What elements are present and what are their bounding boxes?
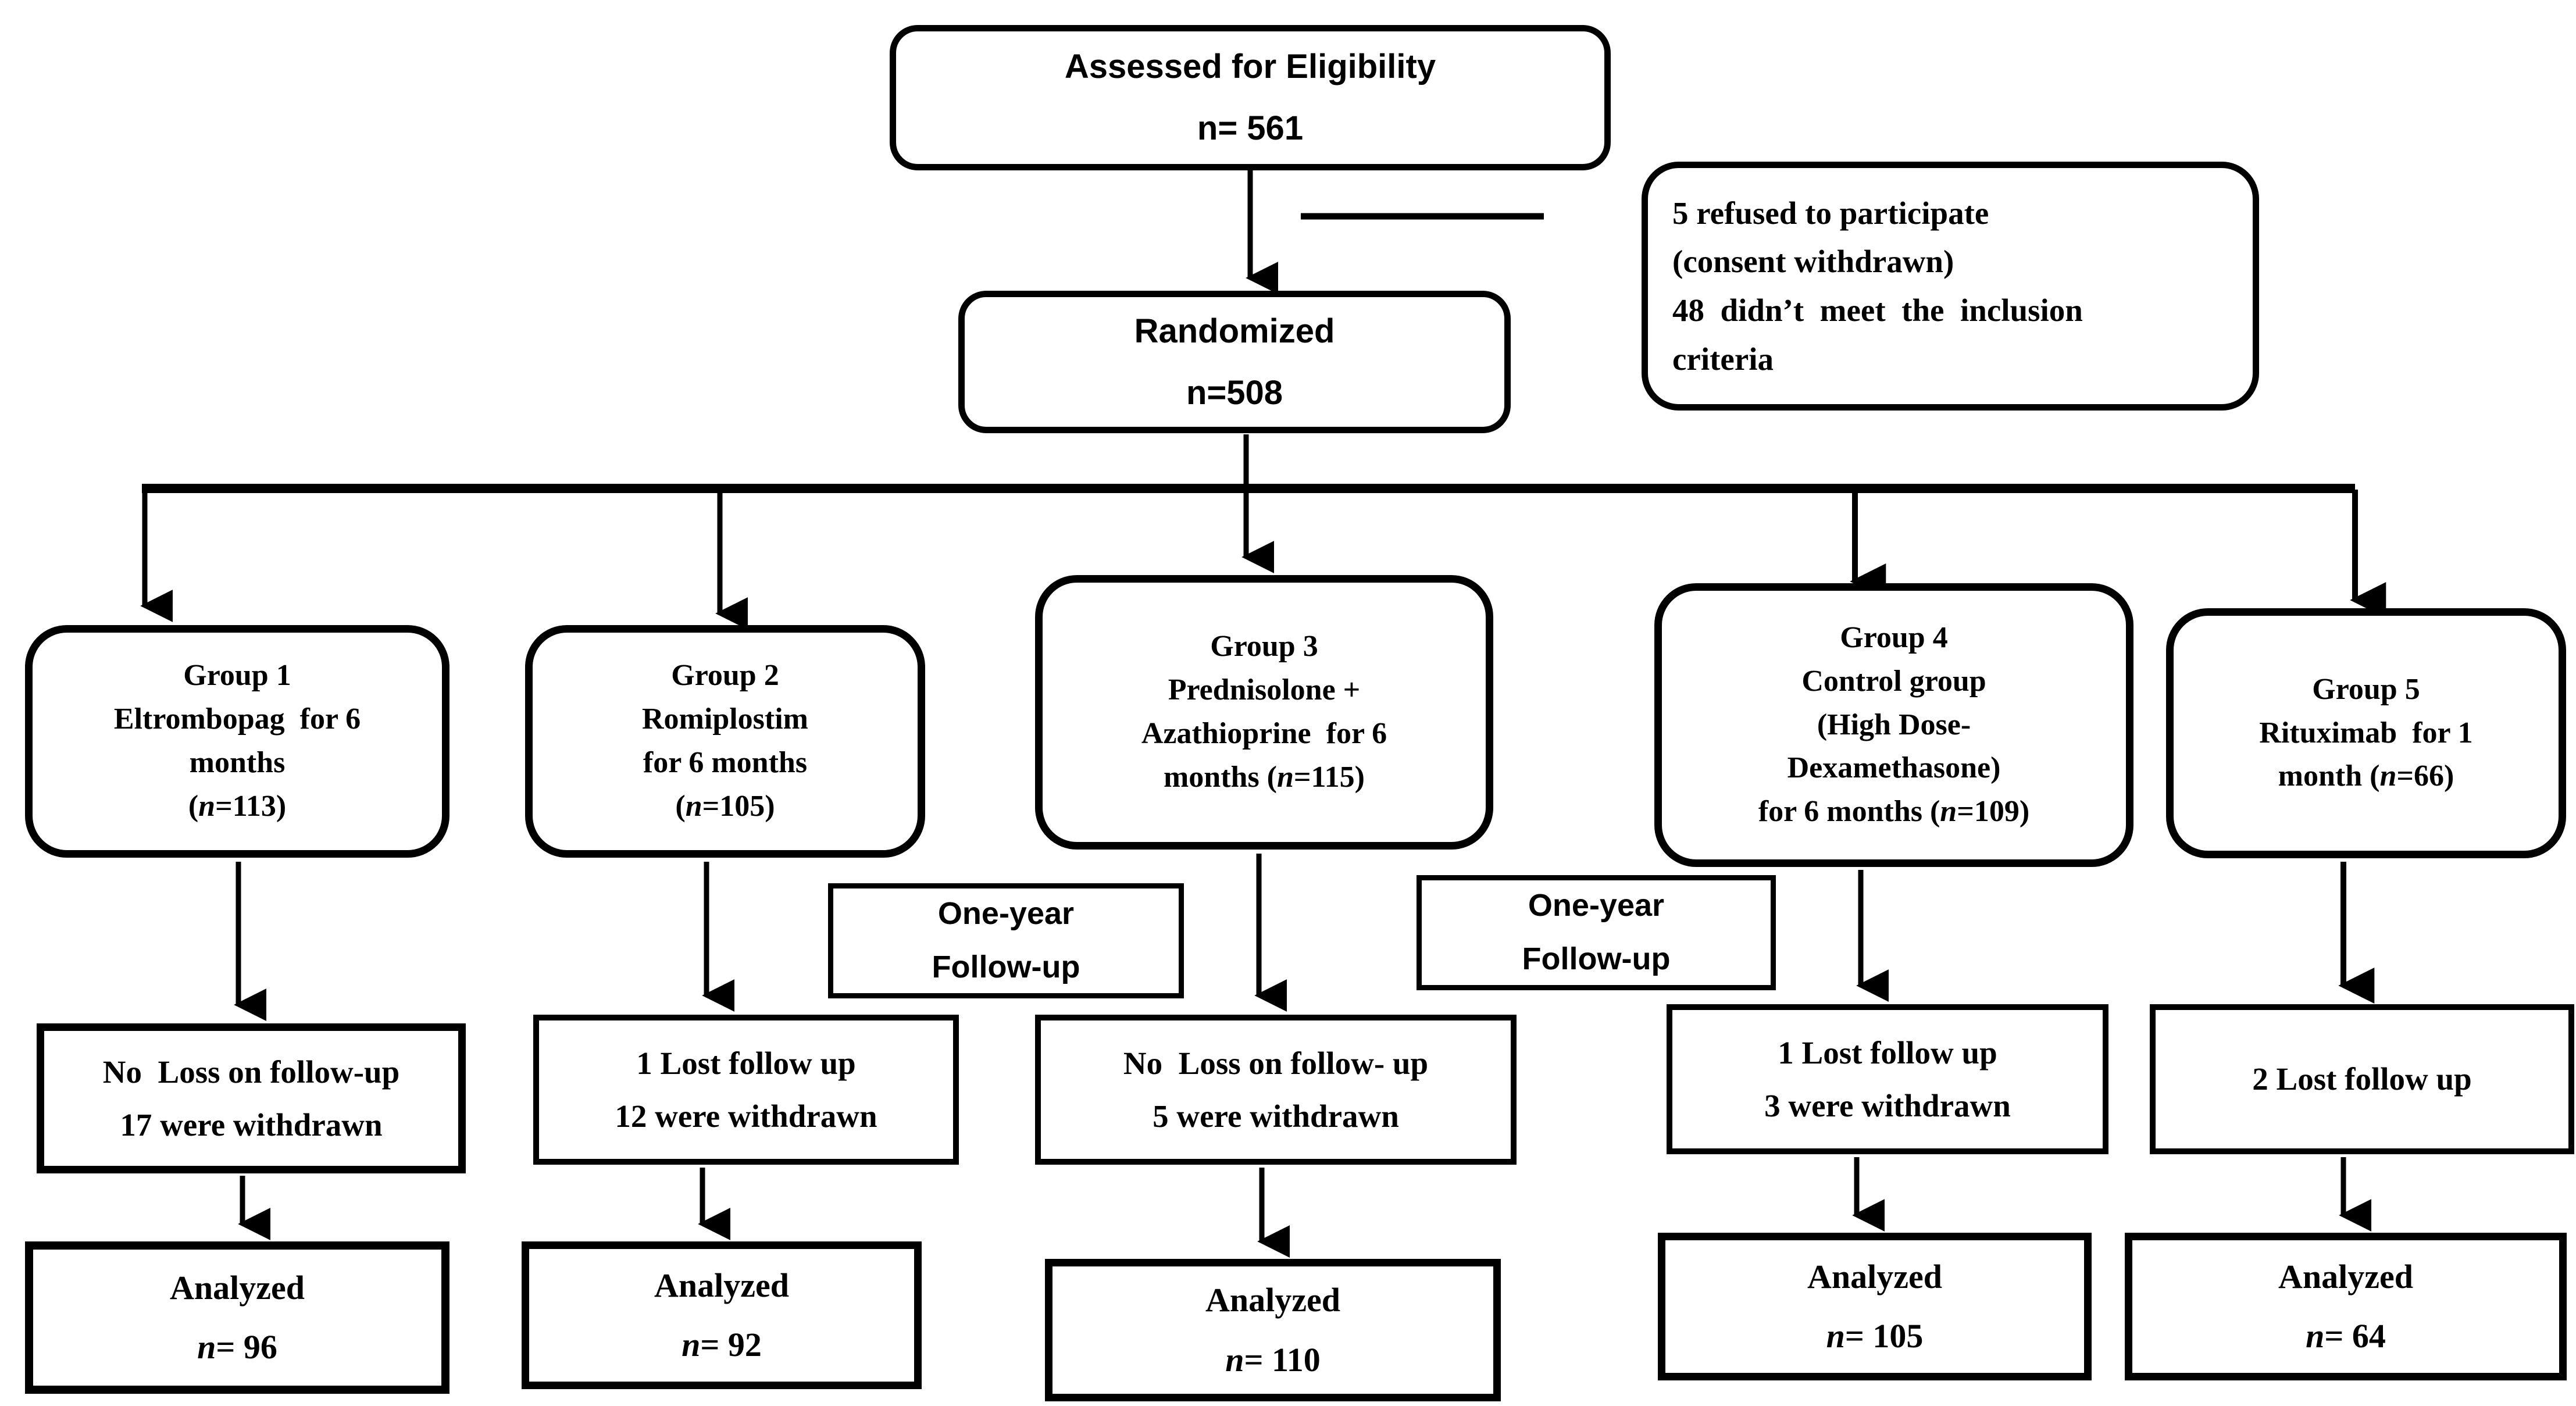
followup-right-text: One-year Follow-up xyxy=(1522,888,1671,976)
assessed-eligibility-box: Assessed for Eligibility n= 561 xyxy=(890,25,1611,170)
loss5-box: 2 Lost follow up xyxy=(2150,1004,2574,1154)
loss2-text: 1 Lost follow up 12 were withdrawn xyxy=(615,1045,877,1134)
group4-box: Group 4 Control group (High Dose- Dexame… xyxy=(1654,583,2133,867)
analyzed5-box: Analyzed n= 64 xyxy=(2125,1233,2567,1380)
loss3-text: No Loss on follow- up 5 were withdrawn xyxy=(1123,1045,1429,1134)
followup-box-right: One-year Follow-up xyxy=(1417,875,1776,990)
loss5-text: 2 Lost follow up xyxy=(2252,1061,2472,1097)
analyzed1-text: Analyzed n= 96 xyxy=(170,1268,305,1366)
followup-box-left: One-year Follow-up xyxy=(828,883,1184,998)
group1-text: Group 1 Eltrombopag for 6 months (n=113) xyxy=(113,659,361,823)
group5-box: Group 5 Rituximab for 1 month (n=66) xyxy=(2166,608,2566,858)
analyzed4-text: Analyzed n= 105 xyxy=(1807,1257,1942,1355)
analyzed2-box: Analyzed n= 92 xyxy=(522,1241,922,1389)
randomized-text: Randomized n=508 xyxy=(1134,312,1335,412)
group5-text: Group 5 Rituximab for 1 month (n=66) xyxy=(2259,672,2473,793)
loss3-box: No Loss on follow- up 5 were withdrawn xyxy=(1035,1015,1517,1165)
analyzed5-text: Analyzed n= 64 xyxy=(2278,1257,2413,1355)
followup-left-text: One-year Follow-up xyxy=(932,896,1080,984)
group2-text: Group 2 Romiplostim for 6 months (n=105) xyxy=(642,659,808,823)
analyzed3-text: Analyzed n= 110 xyxy=(1205,1281,1340,1379)
group4-text: Group 4 Control group (High Dose- Dexame… xyxy=(1758,620,2030,829)
loss4-box: 1 Lost follow up 3 were withdrawn xyxy=(1667,1004,2108,1154)
analyzed4-box: Analyzed n= 105 xyxy=(1658,1233,2092,1380)
exclusion-text: 5 refused to participate (consent withdr… xyxy=(1672,195,2083,377)
group1-box: Group 1 Eltrombopag for 6 months (n=113) xyxy=(25,625,449,858)
loss1-box: No Loss on follow-up 17 were withdrawn xyxy=(37,1023,466,1173)
group2-box: Group 2 Romiplostim for 6 months (n=105) xyxy=(525,625,925,858)
analyzed3-box: Analyzed n= 110 xyxy=(1045,1259,1501,1401)
exclusion-box: 5 refused to participate (consent withdr… xyxy=(1642,162,2259,411)
group3-text: Group 3 Prednisolone + Azathioprine for … xyxy=(1141,630,1387,794)
analyzed2-text: Analyzed n= 92 xyxy=(654,1266,789,1364)
randomized-box: Randomized n=508 xyxy=(958,291,1511,433)
analyzed1-box: Analyzed n= 96 xyxy=(25,1241,449,1394)
loss2-box: 1 Lost follow up 12 were withdrawn xyxy=(533,1015,959,1165)
group3-box: Group 3 Prednisolone + Azathioprine for … xyxy=(1035,575,1493,850)
loss4-text: 1 Lost follow up 3 were withdrawn xyxy=(1764,1034,2011,1123)
assessed-eligibility-text: Assessed for Eligibility n= 561 xyxy=(1064,48,1436,147)
loss1-text: No Loss on follow-up 17 were withdrawn xyxy=(102,1054,400,1143)
